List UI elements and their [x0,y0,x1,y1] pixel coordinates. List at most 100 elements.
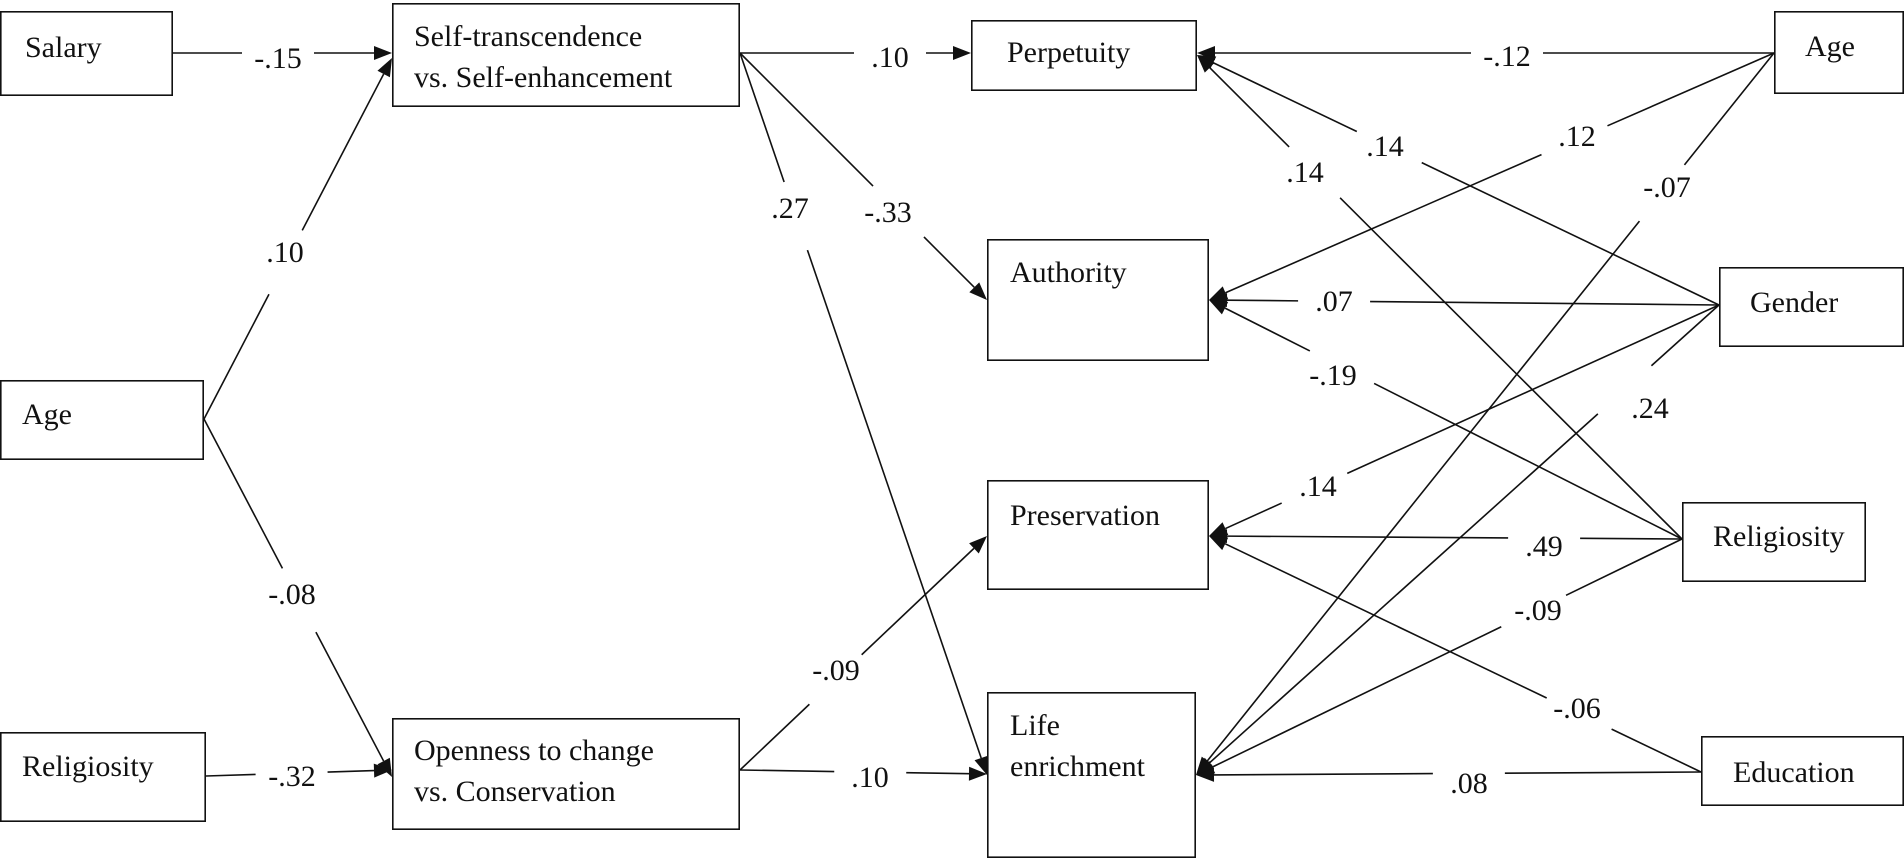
node-religiosity-left: Religiosity [0,731,206,822]
edge-age-right-to-authority [1209,52,1775,300]
edge-segment-1 [1650,304,1720,367]
edge-segment-1 [1346,304,1720,475]
node-age-left-label-1: Age [22,398,72,431]
edge-segment-1 [1683,52,1775,166]
edge-religiosity-right-to-life-enrichment [1196,538,1683,775]
coefficient-label: .14 [1299,470,1337,503]
arrowhead [1196,767,1215,782]
coefficient-label: .10 [266,236,304,269]
edge-segment-1 [1373,382,1683,540]
node-life-enrichment-label-1: Life [1010,709,1060,742]
coefficient-label: -.06 [1553,692,1601,725]
edge-religiosity-right-to-authority [1209,300,1683,540]
coefficient-label: .10 [851,761,889,794]
node-preservation: Preservation [986,479,1209,590]
arrowhead [377,757,392,777]
edge-segment-1 [203,293,270,420]
edge-segment-2 [806,249,982,759]
edge-segment-1 [1421,161,1720,306]
node-age-right-box [1774,11,1904,95]
node-religiosity-right-label-1: Religiosity [1713,520,1845,553]
edge-gender-to-authority [1209,293,1720,308]
edge-segment-2 [327,769,375,773]
node-religiosity-right: Religiosity [1682,501,1867,582]
node-education-label-1: Education [1733,756,1855,789]
coefficient-label: .12 [1558,120,1596,153]
node-self-transcendence-label-2: vs. Self-enhancement [414,61,673,94]
edge-age-left-to-self-transcendence [203,58,392,420]
node-self-transcendence-label-1: Self-transcendence [414,20,642,53]
edge-segment-1 [1339,197,1683,540]
coefficient-label: -.12 [1483,40,1531,73]
edge-salary-to-self-transcendence [173,46,392,60]
edge-segment-1 [739,769,835,773]
node-education-box [1701,735,1904,806]
edge-education-to-preservation [1209,536,1702,773]
edge-segment-1 [1565,538,1683,597]
arrowhead [374,46,392,60]
edge-segment-2 [1209,67,1290,148]
edge-segment-1 [1504,771,1702,774]
edge-segment-2 [1225,153,1542,294]
arrowhead [969,282,987,300]
node-self-transcendence-box [391,2,740,108]
edge-segment-1 [203,418,284,569]
edge-religiosity-right-to-perpetuity [1197,55,1683,540]
node-authority-box [986,239,1209,362]
edge-age-right-to-life-enrichment [1196,52,1775,775]
arrowhead [1209,536,1229,551]
edge-segment-2 [1224,307,1311,352]
node-gender: Gender [1719,266,1904,347]
coefficient-label: -.09 [812,654,860,687]
node-life-enrichment-label-2: enrichment [1010,750,1146,783]
edge-segment-2 [1226,299,1299,302]
node-preservation-box [986,479,1209,590]
node-perpetuity-label-1: Perpetuity [1007,36,1130,69]
node-age-left-box [0,379,204,460]
edge-segment-1 [1370,300,1720,306]
coefficient-label: .49 [1525,530,1563,563]
node-salary-label-1: Salary [25,31,102,64]
node-openness-label-2: vs. Conservation [414,775,616,808]
node-authority-label-1: Authority [1010,256,1127,289]
arrowhead [974,755,988,775]
node-life-enrichment-box [986,691,1196,858]
arrowhead [377,58,392,78]
edge-segment-2 [861,547,975,656]
edge-segment-1 [205,773,256,777]
node-religiosity-right-box [1682,501,1867,582]
edge-religiosity-right-to-preservation [1209,529,1683,544]
arrowhead [969,536,987,554]
node-religiosity-left-box [0,731,206,822]
edge-self-transcendence-to-authority [739,52,987,300]
edge-segment-1 [1607,52,1775,127]
edge-openness-to-preservation [739,536,987,771]
node-gender-label-1: Gender [1750,286,1838,319]
edge-segment-1 [1611,728,1702,773]
edge-segment-1 [739,52,785,183]
edge-religiosity-left-to-openness [205,763,392,778]
coefficient-label: .27 [771,192,809,225]
node-preservation-label-1: Preservation [1010,499,1160,532]
coefficient-label: .10 [871,41,909,74]
edge-segment-2 [1224,543,1548,699]
edge-segment-2 [315,631,385,762]
node-religiosity-left-label-1: Religiosity [22,750,154,783]
arrowhead [953,46,971,60]
coefficient-label: -.33 [864,196,912,229]
node-life-enrichment: Life enrichment [986,691,1196,858]
coefficient-label: -.32 [268,760,316,793]
edge-segment-2 [906,771,970,775]
node-salary-box [0,11,173,97]
coefficient-label: .14 [1286,156,1324,189]
coefficient-label: -.09 [1514,594,1562,627]
node-education: Education [1701,735,1904,806]
edge-self-transcendence-to-life-enrichment [739,52,988,775]
edge-segment-2 [1225,502,1283,530]
coefficient-label: .24 [1631,392,1669,425]
node-gender-box [1719,266,1904,347]
node-perpetuity-box [970,19,1197,92]
